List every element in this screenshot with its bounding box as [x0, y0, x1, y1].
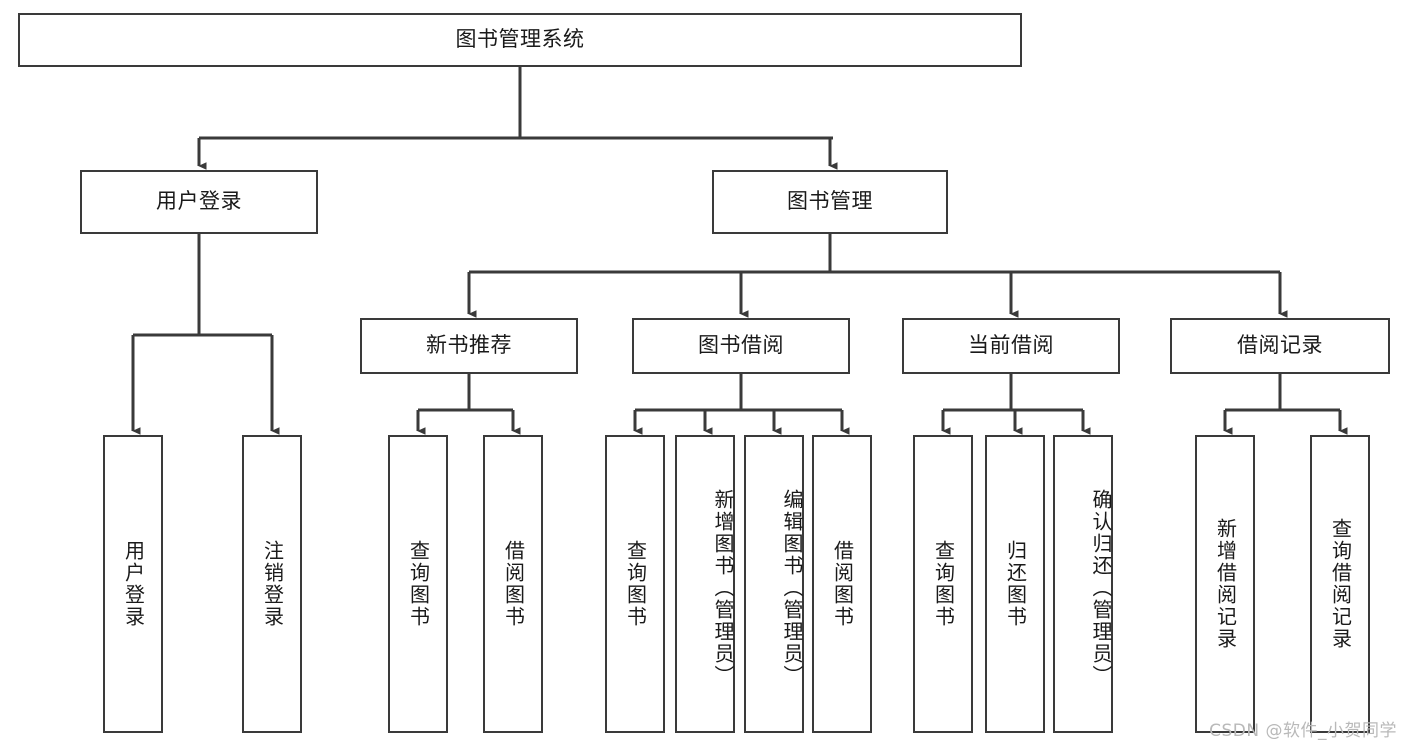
node-leaf-edit-book-label: 编辑图书（管理员） [780, 489, 804, 687]
node-current-borrow-label: 当前借阅 [968, 333, 1054, 358]
node-leaf-borrow-book-2-label: 借阅图书 [830, 540, 855, 628]
node-leaf-return-book-label: 归还图书 [1003, 540, 1028, 628]
node-root-label: 图书管理系统 [455, 27, 585, 52]
node-leaf-user-login[interactable]: 用户登录 [103, 435, 163, 733]
node-leaf-edit-book[interactable]: 编辑图书（管理员） [744, 435, 804, 733]
node-leaf-query-book-2-label: 查询图书 [623, 540, 648, 628]
node-leaf-return-book[interactable]: 归还图书 [985, 435, 1045, 733]
node-leaf-query-book-1-label: 查询图书 [406, 540, 431, 628]
node-leaf-add-record-label: 新增借阅记录 [1213, 518, 1238, 650]
watermark-text: CSDN @软件_小贺同学 [1209, 721, 1397, 741]
node-borrow-record[interactable]: 借阅记录 [1170, 318, 1390, 374]
node-book-manage-label: 图书管理 [787, 189, 873, 214]
node-leaf-user-login-label: 用户登录 [121, 540, 146, 628]
node-leaf-add-book[interactable]: 新增图书（管理员） [675, 435, 735, 733]
node-leaf-add-record[interactable]: 新增借阅记录 [1195, 435, 1255, 733]
node-leaf-borrow-book-1[interactable]: 借阅图书 [483, 435, 543, 733]
node-leaf-query-book-3[interactable]: 查询图书 [913, 435, 973, 733]
node-leaf-borrow-book-1-label: 借阅图书 [501, 540, 526, 628]
node-book-borrow-label: 图书借阅 [698, 333, 784, 358]
node-leaf-confirm-return[interactable]: 确认归还（管理员） [1053, 435, 1113, 733]
node-leaf-confirm-return-label: 确认归还（管理员） [1089, 489, 1113, 687]
node-borrow-record-label: 借阅记录 [1237, 333, 1323, 358]
node-leaf-query-book-2[interactable]: 查询图书 [605, 435, 665, 733]
node-leaf-add-book-label: 新增图书（管理员） [711, 489, 735, 687]
node-leaf-query-book-1[interactable]: 查询图书 [388, 435, 448, 733]
node-new-book-recommend-label: 新书推荐 [426, 333, 512, 358]
node-book-manage[interactable]: 图书管理 [712, 170, 948, 234]
node-leaf-query-book-3-label: 查询图书 [931, 540, 956, 628]
node-leaf-logout-label: 注销登录 [260, 540, 285, 628]
node-user-login[interactable]: 用户登录 [80, 170, 318, 234]
node-new-book-recommend[interactable]: 新书推荐 [360, 318, 578, 374]
node-leaf-logout[interactable]: 注销登录 [242, 435, 302, 733]
node-current-borrow[interactable]: 当前借阅 [902, 318, 1120, 374]
node-book-borrow[interactable]: 图书借阅 [632, 318, 850, 374]
node-leaf-query-record[interactable]: 查询借阅记录 [1310, 435, 1370, 733]
node-root[interactable]: 图书管理系统 [18, 13, 1022, 67]
node-leaf-borrow-book-2[interactable]: 借阅图书 [812, 435, 872, 733]
node-leaf-query-record-label: 查询借阅记录 [1328, 518, 1353, 650]
node-user-login-label: 用户登录 [156, 189, 242, 214]
